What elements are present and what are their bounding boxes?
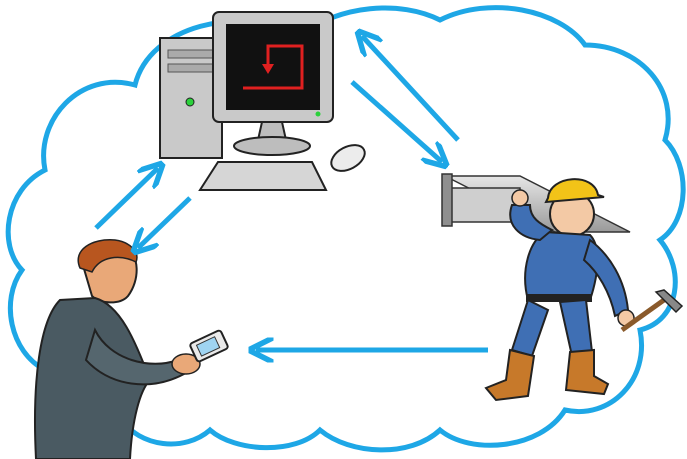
arrow-computer-to-businessman [138, 196, 192, 248]
left-boot [484, 348, 536, 402]
arrow-businessman-to-computer [94, 168, 158, 230]
arrow-computer-to-worker [350, 80, 442, 162]
cloud-outline [5, 5, 686, 453]
screen-return-symbol [243, 44, 304, 90]
right-boot [564, 348, 610, 396]
desktop-computer-icon [159, 11, 366, 191]
mouse [330, 144, 366, 172]
keyboard [198, 161, 328, 191]
worker-torso [524, 230, 599, 301]
computer-screen [226, 24, 320, 110]
suit-jacket [34, 296, 152, 459]
businessman-with-phone-icon [34, 239, 229, 459]
hammer-icon [620, 289, 684, 333]
hard-hat [544, 178, 605, 204]
arrow-worker-to-computer [362, 36, 460, 142]
smartphone-icon [189, 329, 229, 363]
connection-arrows [94, 36, 488, 350]
construction-worker-icon [441, 173, 684, 402]
